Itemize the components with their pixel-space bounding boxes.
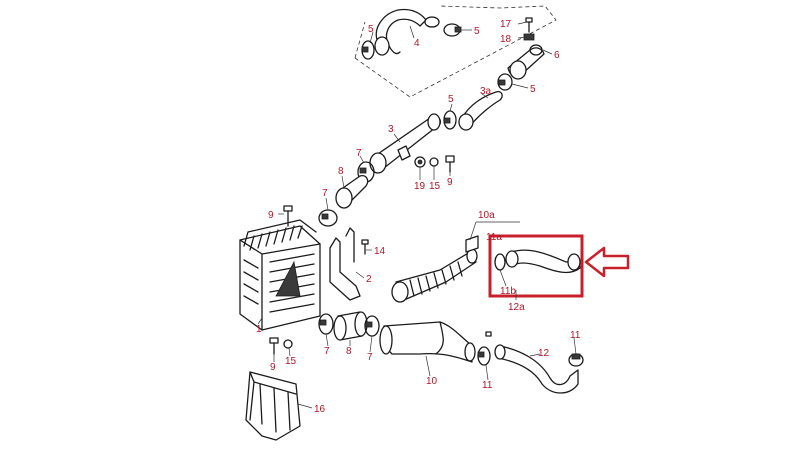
coupling-8-lower <box>333 311 368 341</box>
callout-labels: 5 4 5 17 18 6 5 3a 5 3 7 19 15 9 8 7 9 1… <box>256 19 581 415</box>
callout-3: 3 <box>388 124 394 135</box>
callout-12: 12 <box>538 348 550 359</box>
hose-12 <box>494 344 579 394</box>
pointer-arrow <box>584 246 630 278</box>
callout-4: 4 <box>414 38 420 49</box>
callout-1: 1 <box>256 324 262 335</box>
callout-11a: 11a <box>486 232 502 243</box>
callout-9: 9 <box>268 210 274 221</box>
hose-4 <box>374 8 440 56</box>
callout-15: 15 <box>285 356 297 367</box>
pipe-10a <box>391 248 478 303</box>
intercooler-1 <box>239 219 321 331</box>
callout-7: 7 <box>322 188 328 199</box>
leader-lines <box>257 21 577 409</box>
bracket-11a <box>465 235 479 253</box>
highlight-box-hose-12a <box>488 234 584 298</box>
callout-10a: 10a <box>478 210 495 221</box>
subassembly-dashed-left <box>354 21 366 59</box>
callout-9: 9 <box>270 362 276 373</box>
callout-16: 16 <box>314 404 326 415</box>
callout-17: 17 <box>500 19 512 30</box>
clamp-5-mid <box>443 110 457 130</box>
callout-5: 5 <box>368 24 374 35</box>
clamp-11-mid <box>477 346 491 366</box>
coupling-8-upper <box>335 174 369 209</box>
callout-3a: 3a <box>480 86 492 97</box>
callout-11: 11 <box>570 330 581 341</box>
connector-6 <box>507 44 545 80</box>
callout-10: 10 <box>426 376 438 387</box>
bracket-2 <box>329 227 361 301</box>
clamp-5-right <box>497 73 513 91</box>
clamp-11-right <box>568 353 584 367</box>
callout-18: 18 <box>500 34 512 45</box>
callout-7: 7 <box>367 352 373 363</box>
clamp-5-top-left <box>361 40 375 60</box>
clamp-11b <box>494 253 506 271</box>
bolt-14 <box>361 239 369 255</box>
callout-11: 11 <box>482 380 493 391</box>
hose-3a <box>458 90 503 131</box>
callout-11b: 11b <box>500 286 516 297</box>
washer-15-upper <box>429 157 439 167</box>
callout-5: 5 <box>474 26 480 37</box>
callout-2: 2 <box>366 274 372 285</box>
air-duct-16 <box>245 371 301 441</box>
clamp-5-top-mid <box>443 23 462 37</box>
pipe-3 <box>369 113 442 174</box>
bolt-9-left <box>283 205 293 227</box>
callout-8: 8 <box>338 166 344 177</box>
grommet-19-upper <box>414 156 426 168</box>
pipe-10 <box>379 321 476 363</box>
callout-8: 8 <box>346 346 352 357</box>
callout-7: 7 <box>356 148 362 159</box>
clamp-7-lower-right <box>364 315 380 337</box>
callout-19: 19 <box>414 181 426 192</box>
callout-9: 9 <box>447 177 453 188</box>
callout-14: 14 <box>374 246 386 257</box>
bolt-17 <box>525 17 533 33</box>
callout-7: 7 <box>324 346 330 357</box>
callout-15: 15 <box>429 181 441 192</box>
bolt-9-lower <box>269 337 279 355</box>
washer-15-lower <box>283 339 293 349</box>
clamp-7-lower-upper <box>318 209 338 227</box>
subassembly-dashed-outline <box>354 5 557 98</box>
bolt-9-upper <box>445 155 455 173</box>
callout-5: 5 <box>530 84 536 95</box>
callout-5: 5 <box>448 94 454 105</box>
clamp-7-lower-left <box>318 313 334 335</box>
callout-12a: 12a <box>508 302 525 313</box>
hose-12a <box>505 249 581 274</box>
small-bolt-lower <box>485 331 492 337</box>
callout-6: 6 <box>554 50 560 61</box>
